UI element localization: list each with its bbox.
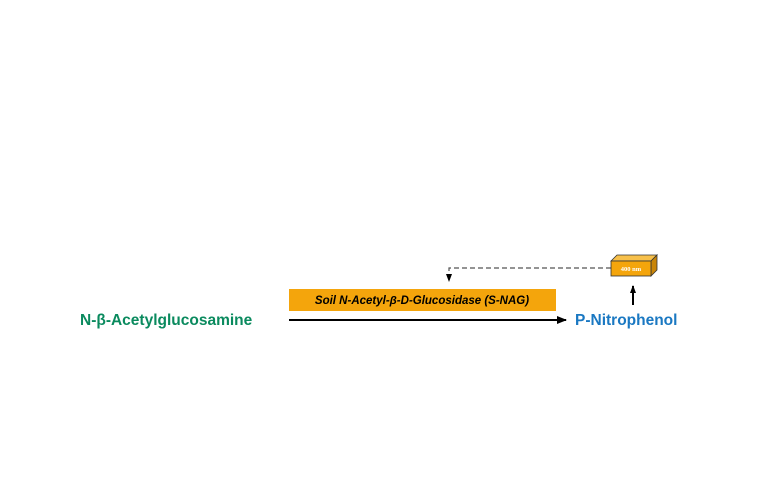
substrate-label: N-β-Acetylglucosamine — [80, 312, 253, 329]
detector-label: 400 nm — [621, 266, 642, 273]
feedback-dashed-arrow — [446, 267, 611, 282]
detector-box: 400 nm — [610, 254, 658, 277]
enzyme-box — [289, 289, 556, 311]
enzyme-label: Soil N-Acetyl-β-D-Glucosidase (S-NAG) — [315, 295, 529, 307]
product-label: P-Nitrophenol — [575, 312, 677, 329]
